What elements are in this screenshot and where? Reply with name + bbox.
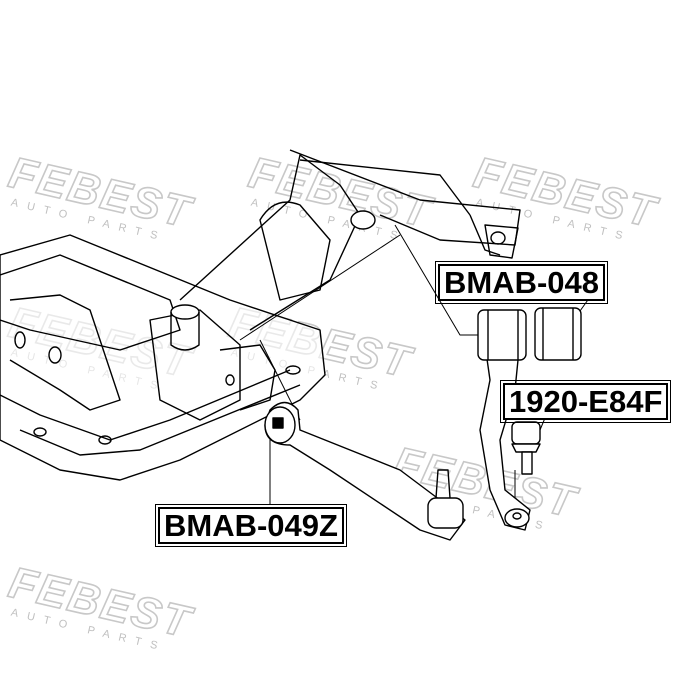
lower-control-arm: [264, 401, 466, 541]
subframe: [0, 149, 521, 481]
tension-arm: [477, 307, 582, 531]
bushing-right: [534, 307, 582, 361]
ball-joint: [511, 421, 541, 475]
part-label-bmab-048: BMAB-048: [434, 261, 609, 304]
part-label-1920-e84f: 1920-E84F: [499, 380, 672, 423]
part-label-bmab-049z: BMAB-049Z: [155, 504, 347, 547]
bushing-left: [477, 309, 527, 361]
